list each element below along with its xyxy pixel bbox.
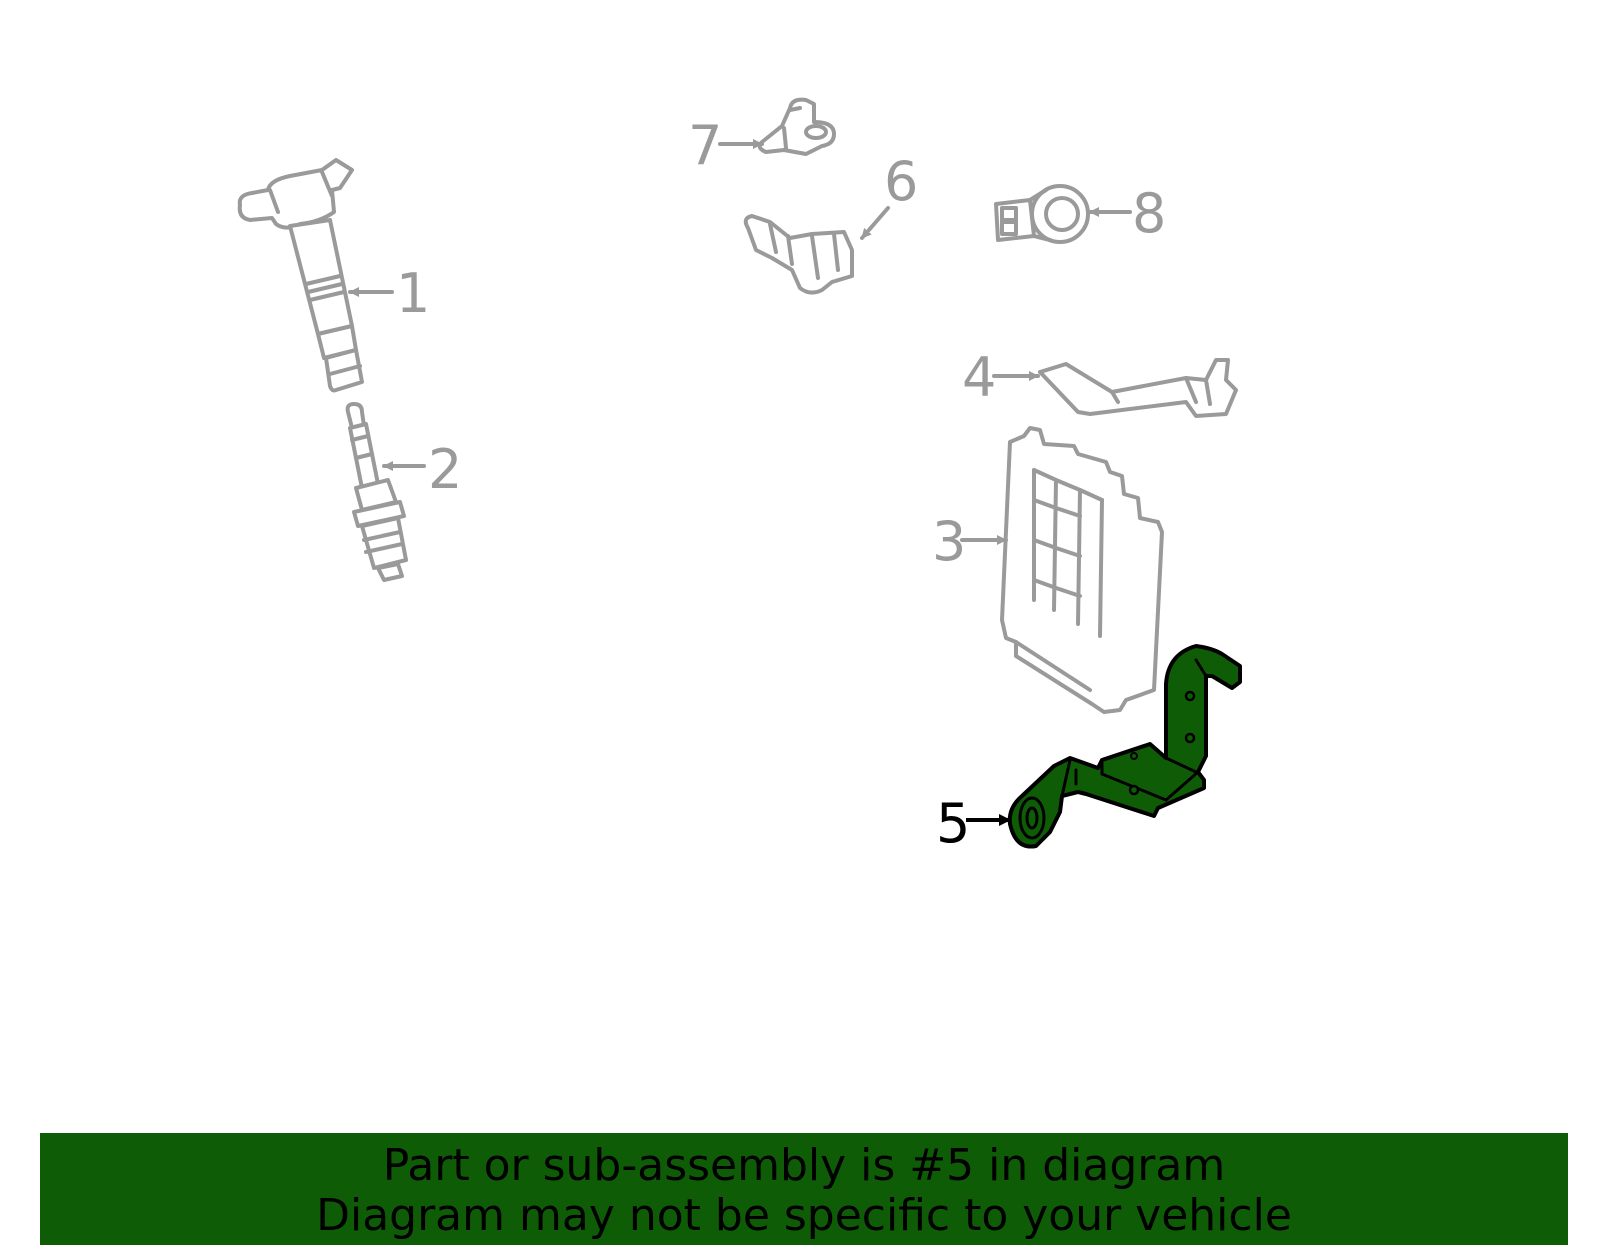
ignition-coil-part[interactable] [237, 158, 364, 393]
callout-3-label[interactable]: 3 [932, 510, 966, 573]
parts-diagram: 1 2 3 4 5 6 7 8 [237, 97, 1242, 855]
crank-sensor-part[interactable] [757, 97, 836, 156]
callout-4-label[interactable]: 4 [962, 346, 996, 409]
callout-1-label[interactable]: 1 [396, 262, 430, 325]
callout-2-label[interactable]: 2 [428, 438, 462, 501]
callout-6-label[interactable]: 6 [884, 150, 918, 213]
spark-plug-part[interactable] [345, 402, 408, 582]
banner-line-disclaimer: Diagram may not be specific to your vehi… [316, 1190, 1292, 1241]
knock-sensor-part[interactable] [994, 184, 1090, 244]
callout-6-arrow [860, 206, 890, 240]
info-banner: Part or sub-assembly is #5 in diagram Di… [40, 1133, 1568, 1245]
ecm-mounting-bracket-part[interactable] [1007, 644, 1242, 849]
ecm-bracket-upper-part[interactable] [1038, 358, 1238, 418]
banner-line-part-number: Part or sub-assembly is #5 in diagram [382, 1140, 1226, 1191]
camshaft-sensor-part[interactable] [743, 214, 854, 295]
engine-control-module-part[interactable] [1000, 426, 1164, 714]
callout-7-label[interactable]: 7 [688, 114, 722, 177]
callout-8-label[interactable]: 8 [1132, 182, 1166, 245]
callout-5-label[interactable]: 5 [936, 792, 970, 855]
